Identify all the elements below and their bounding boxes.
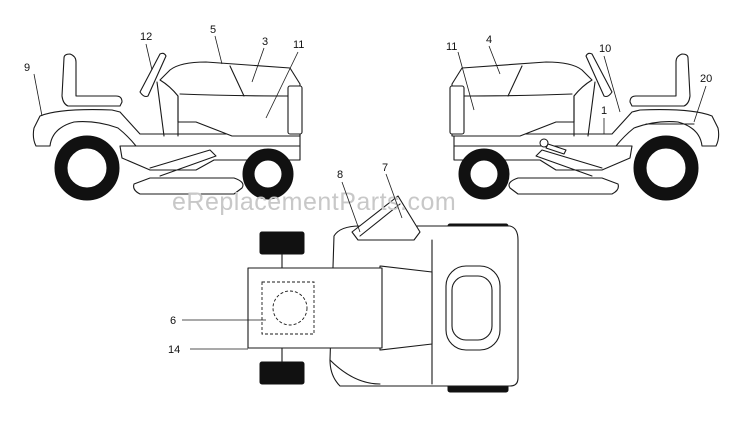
callout-11-right: 11 [446, 41, 457, 53]
rear-fender [453, 109, 720, 147]
steering-wheel [585, 52, 613, 98]
front-wheel-left [259, 231, 305, 255]
callout-4: 4 [486, 34, 492, 46]
callout-1: 1 [601, 105, 607, 117]
callout-14: 14 [168, 344, 180, 356]
steering-wheel [139, 52, 167, 98]
mower-deck [133, 177, 244, 195]
leader-lines [33, 35, 707, 350]
decal-outline [261, 281, 315, 335]
hood-top [247, 267, 383, 349]
callout-11-left: 11 [293, 39, 304, 51]
seat [61, 53, 123, 107]
watermark: eReplacementParts.com [172, 188, 456, 216]
callout-20: 20 [700, 73, 712, 85]
callout-10: 10 [599, 43, 611, 55]
front-wheel-right [259, 361, 305, 385]
tractor-right-side-view [449, 52, 720, 201]
tractor-left-side-view [32, 52, 303, 201]
callout-5: 5 [210, 24, 216, 36]
callout-8: 8 [337, 169, 343, 181]
callout-6: 6 [170, 315, 176, 327]
rear-fender [32, 109, 301, 147]
callout-9: 9 [24, 62, 30, 74]
seat [629, 53, 691, 107]
lift-lever [545, 143, 567, 155]
callout-12: 12 [140, 31, 152, 43]
mower-deck [508, 177, 619, 195]
hood [451, 61, 593, 137]
front-grille [287, 85, 303, 135]
callout-7: 7 [382, 162, 388, 174]
hood [159, 61, 301, 137]
front-grille [449, 85, 465, 135]
tractor-top-view [247, 195, 519, 393]
callout-3: 3 [262, 36, 268, 48]
